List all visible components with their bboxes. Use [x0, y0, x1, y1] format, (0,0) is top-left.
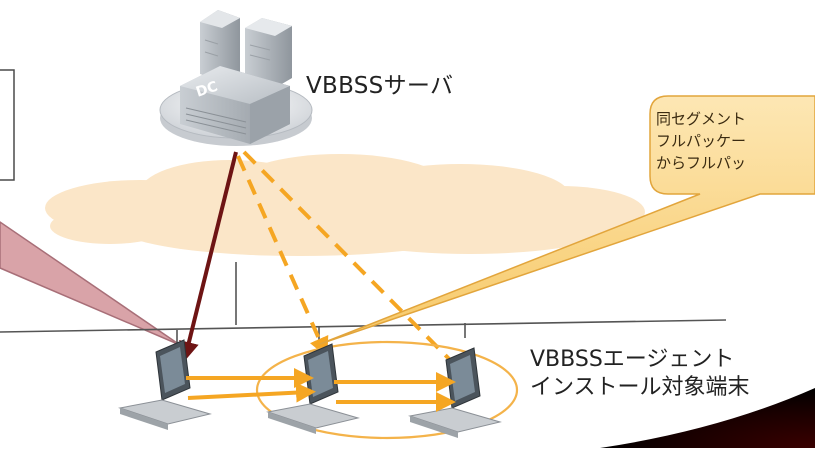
p2p-solid-arrows [186, 368, 456, 412]
server-badge: DC [194, 79, 220, 101]
right-callout [319, 95, 815, 345]
client-laptop-1 [118, 339, 212, 430]
callout-line-1: 同セグメント [656, 110, 747, 128]
agent-label-line-1: VBBSSエージェント [530, 347, 735, 372]
network-cloud [45, 154, 645, 256]
p2p-dashed-arrows [236, 150, 468, 378]
dc-server-icon: DC [159, 10, 313, 146]
callout-text: 同セグメント フルパッケー からフルパッ [656, 108, 815, 174]
client-laptop-3 [408, 347, 502, 438]
client-laptop-2 [266, 343, 360, 434]
server-to-client-arrow [179, 151, 238, 362]
server-label: VBBSSサーバ [306, 73, 454, 99]
agent-label-line-2: インストール対象端末 [530, 375, 750, 400]
corner-decoration [600, 388, 815, 448]
agent-label: VBBSSエージェント インストール対象端末 [530, 346, 750, 402]
callout-line-3: からフルパッ [656, 154, 747, 172]
network-segment [0, 262, 727, 346]
callout-line-2: フルパッケー [656, 132, 747, 150]
left-box-edge [0, 69, 15, 181]
target-clients-ellipse [255, 340, 519, 440]
left-callout-pointer [0, 221, 181, 346]
